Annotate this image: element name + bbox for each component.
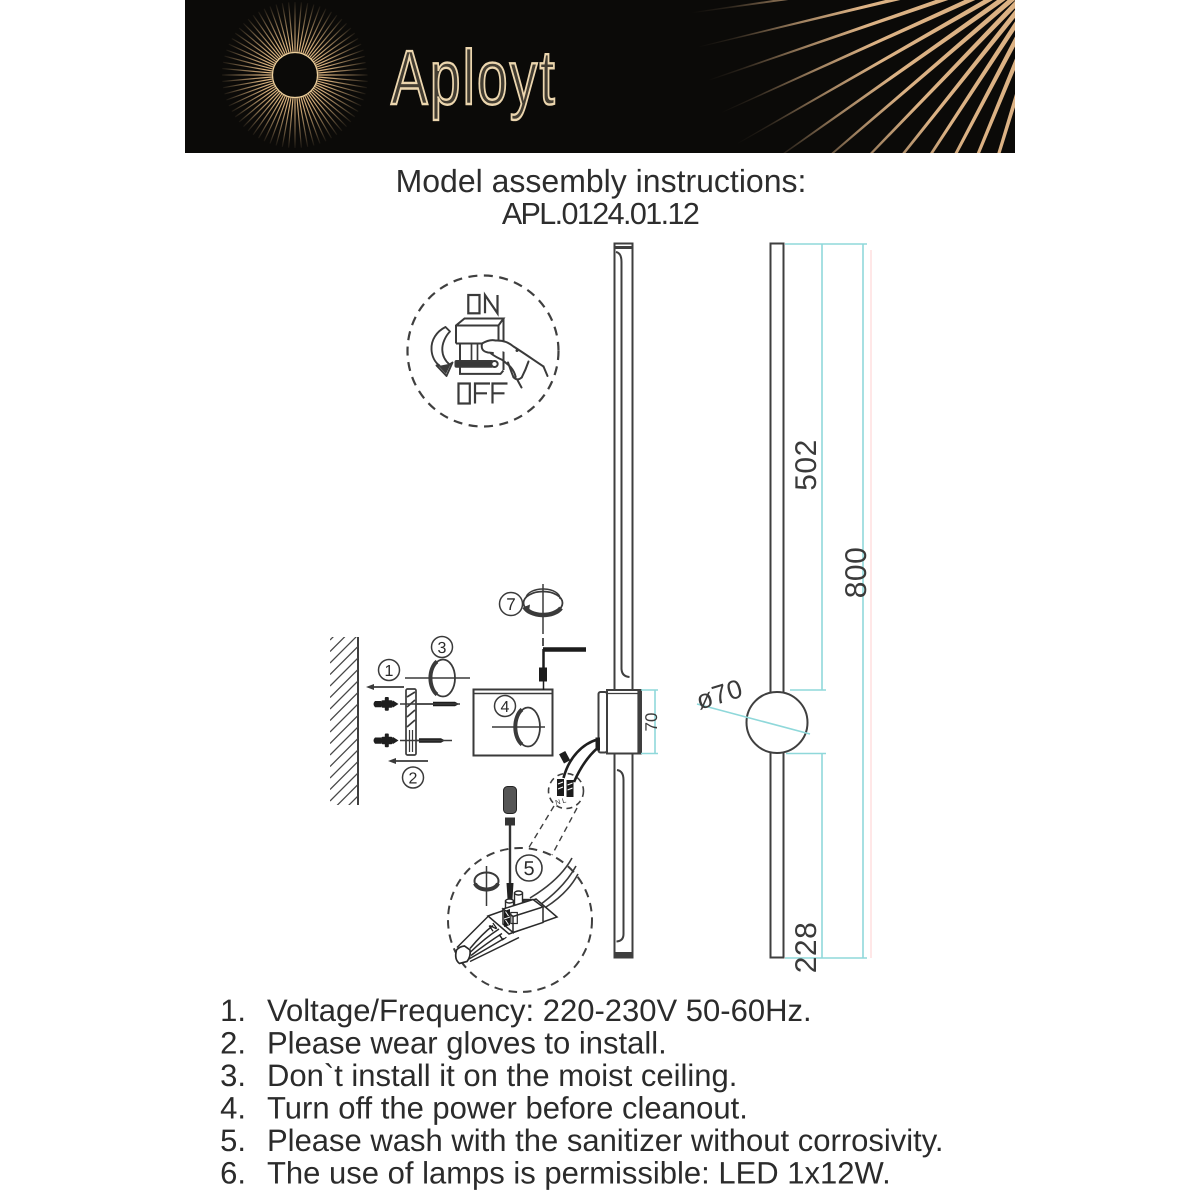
svg-text:Aployt: Aployt (391, 35, 557, 121)
svg-text:The use of lamps is permissibl: The use of lamps is permissible: LED 1x1… (267, 1156, 891, 1191)
svg-text:502: 502 (790, 439, 823, 491)
svg-text:1: 1 (385, 663, 394, 680)
svg-text:2.: 2. (220, 1026, 246, 1061)
svg-text:2: 2 (409, 771, 418, 788)
svg-text:4.: 4. (220, 1091, 246, 1126)
svg-text:800: 800 (840, 547, 873, 599)
svg-text:Don`t install it on the moist: Don`t install it on the moist ceiling. (267, 1058, 737, 1093)
svg-text:N L: N L (555, 797, 567, 807)
svg-text:Turn off the power before clea: Turn off the power before cleanout. (267, 1091, 748, 1126)
svg-text:3: 3 (438, 640, 447, 657)
svg-text:L: L (497, 931, 508, 944)
svg-text:1.: 1. (220, 993, 246, 1028)
svg-text:4: 4 (501, 699, 510, 716)
svg-text:Please wash with the sanitizer: Please wash with the sanitizer without c… (267, 1123, 944, 1158)
svg-text:70: 70 (642, 713, 661, 732)
svg-text:Please wear gloves to install.: Please wear gloves to install. (267, 1026, 667, 1061)
svg-text:Model assembly instructions:: Model assembly instructions: (396, 163, 807, 199)
svg-text:APL.0124.01.12: APL.0124.01.12 (502, 197, 699, 231)
svg-text:228: 228 (790, 922, 823, 974)
svg-text:5: 5 (523, 858, 534, 880)
svg-text:5.: 5. (220, 1123, 246, 1158)
svg-text:Voltage/Frequency: 220-230V 50: Voltage/Frequency: 220-230V 50-60Hz. (267, 993, 812, 1028)
svg-text:6.: 6. (220, 1156, 246, 1191)
svg-text:7: 7 (506, 595, 515, 614)
svg-text:ø70: ø70 (692, 673, 746, 715)
svg-text:3.: 3. (220, 1058, 246, 1093)
